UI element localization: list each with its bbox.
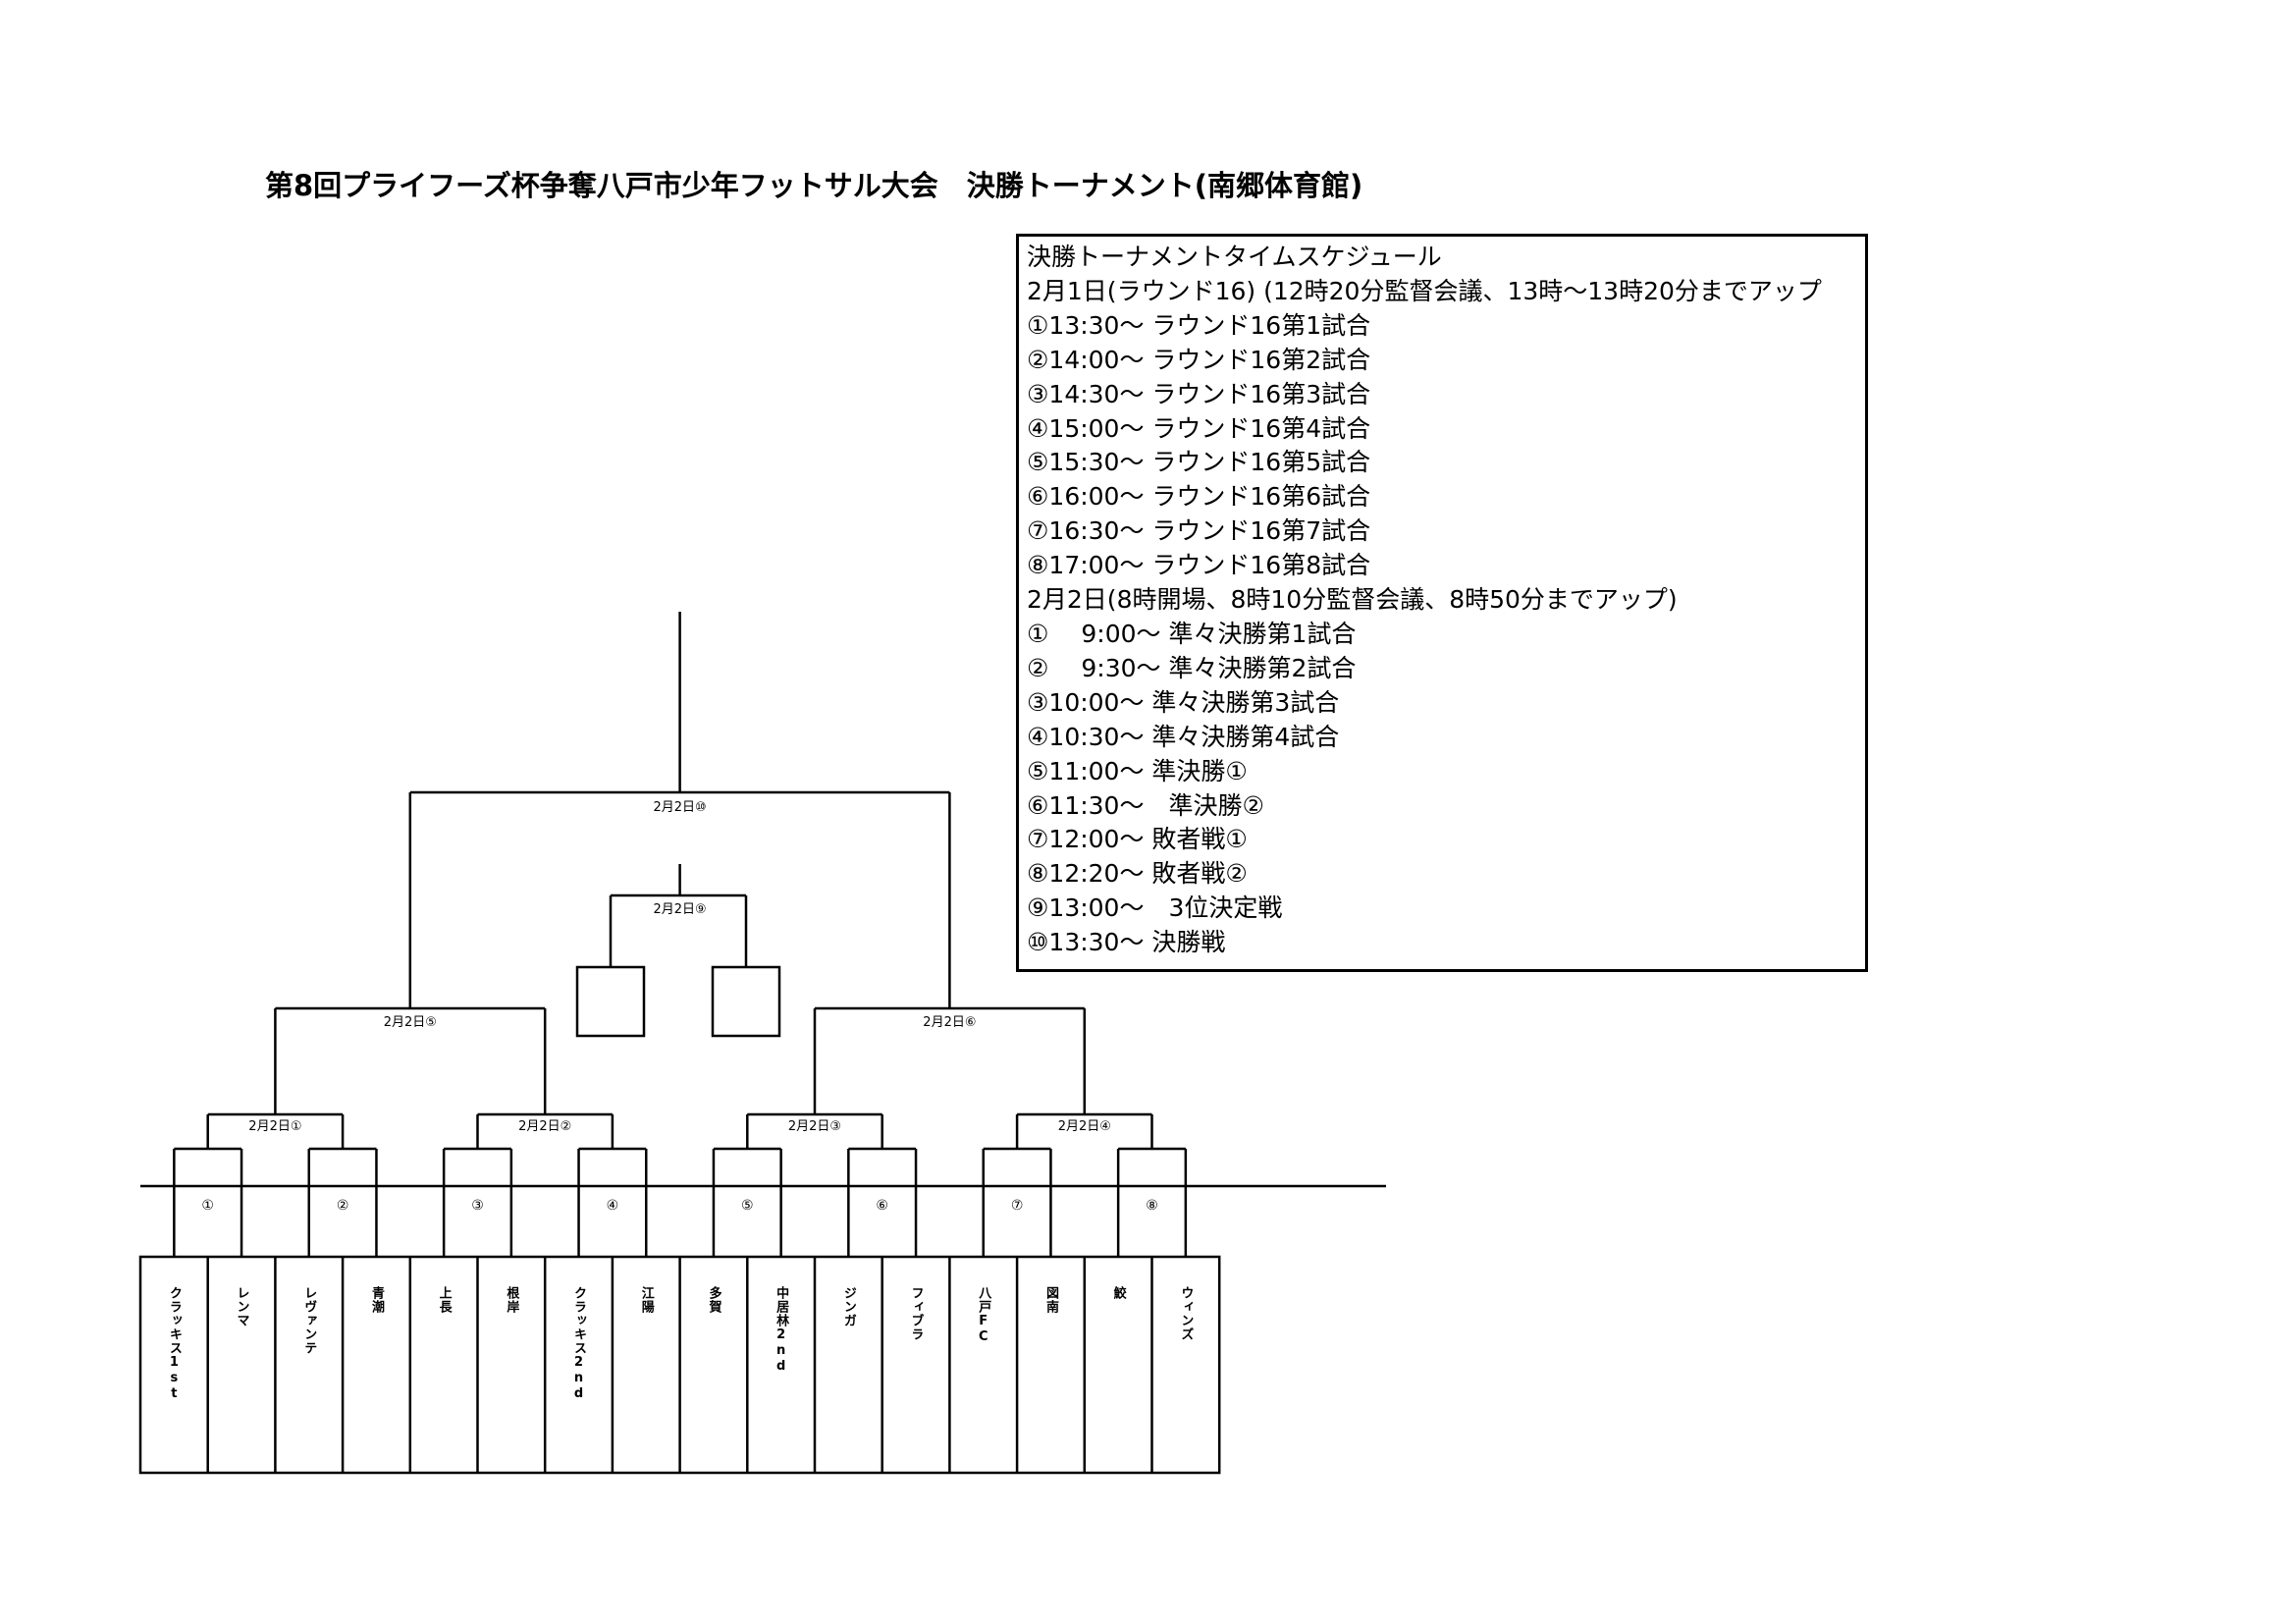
schedule-line: ⑧12:20～ 敗者戦② bbox=[1027, 859, 1248, 889]
schedule-line: ⑨13:00～ 3位決定戦 bbox=[1027, 893, 1283, 923]
team-name: 多賀 bbox=[706, 1286, 721, 1314]
round16-match-label: ④ bbox=[607, 1198, 619, 1214]
team-cell: レヴァンテ bbox=[301, 1286, 317, 1355]
team-name: クラッキス1st bbox=[166, 1286, 182, 1402]
round16-match-label: ⑧ bbox=[1146, 1198, 1158, 1214]
team-cell: 多賀 bbox=[706, 1286, 721, 1314]
team-name: レンマ bbox=[234, 1286, 249, 1327]
team-cell: レンマ bbox=[234, 1286, 249, 1327]
team-cell: 八戸FC bbox=[976, 1286, 991, 1345]
schedule-line: ④15:00～ ラウンド16第4試合 bbox=[1027, 413, 1371, 443]
team-name: 八戸FC bbox=[976, 1286, 991, 1345]
round16-match-label: ⑥ bbox=[876, 1198, 888, 1214]
team-name: クラッキス2nd bbox=[571, 1286, 587, 1402]
schedule-line: ③10:00～ 準々決勝第3試合 bbox=[1027, 687, 1340, 717]
schedule-line: ④10:30～ 準々決勝第4試合 bbox=[1027, 722, 1340, 751]
round16-match-label: ① bbox=[201, 1198, 214, 1214]
round16-match-label: ⑦ bbox=[1011, 1198, 1024, 1214]
round16-match-label: ⑤ bbox=[741, 1198, 754, 1214]
team-cell: 上長 bbox=[436, 1286, 452, 1314]
round16-match-label: ③ bbox=[471, 1198, 484, 1214]
team-name: フィブラ bbox=[908, 1286, 924, 1341]
team-name: レヴァンテ bbox=[301, 1286, 317, 1355]
team-cell: 図南 bbox=[1042, 1286, 1058, 1314]
schedule-line: ⑧17:00～ ラウンド16第8試合 bbox=[1027, 551, 1371, 580]
third-place-box bbox=[711, 965, 781, 1038]
schedule-line: ⑦12:00～ 敗者戦① bbox=[1027, 825, 1248, 854]
team-cell: ジンガ bbox=[840, 1286, 856, 1327]
final-label: 2月2日⑩ bbox=[653, 800, 706, 815]
schedule-line: ⑩13:30～ 決勝戦 bbox=[1027, 928, 1226, 957]
team-cell: ウィンズ bbox=[1178, 1286, 1194, 1341]
team-name: ジンガ bbox=[840, 1286, 856, 1327]
team-cell: 根岸 bbox=[504, 1286, 519, 1314]
quarterfinal-label: 2月2日③ bbox=[788, 1119, 841, 1134]
semifinal-label: 2月2日⑥ bbox=[923, 1015, 976, 1030]
schedule-line: ⑤15:30～ ラウンド16第5試合 bbox=[1027, 448, 1371, 477]
team-cell: 青潮 bbox=[368, 1286, 384, 1314]
bracket-lines bbox=[138, 612, 1386, 1475]
team-name: 鮫 bbox=[1110, 1286, 1126, 1300]
schedule-line: 2月1日(ラウンド16) (12時20分監督会議、13時～13時20分までアップ bbox=[1027, 276, 1822, 305]
team-name: 青潮 bbox=[368, 1286, 384, 1314]
schedule-line: 決勝トーナメントタイムスケジュール bbox=[1027, 243, 1442, 271]
team-name: 中居林2nd bbox=[774, 1286, 789, 1375]
schedule-box: 決勝トーナメントタイムスケジュール 2月1日(ラウンド16) (12時20分監督… bbox=[1016, 234, 1868, 972]
schedule-line: ⑥16:00～ ラウンド16第6試合 bbox=[1027, 482, 1371, 512]
team-cell: 中居林2nd bbox=[774, 1286, 789, 1375]
team-name: 根岸 bbox=[504, 1286, 519, 1314]
schedule-line: ② 9:30～ 準々決勝第2試合 bbox=[1027, 653, 1357, 682]
quarterfinal-label: 2月2日④ bbox=[1058, 1119, 1111, 1134]
page-title: 第8回プライフーズ杯争奪八戸市少年フットサル大会 決勝トーナメント(南郷体育館) bbox=[265, 169, 1363, 202]
team-name: 江陽 bbox=[638, 1286, 654, 1314]
schedule-line: ① 9:00～ 準々決勝第1試合 bbox=[1027, 619, 1357, 648]
semifinal-label: 2月2日⑤ bbox=[384, 1015, 437, 1030]
round16-match-label: ② bbox=[337, 1198, 349, 1214]
team-cell: クラッキス2nd bbox=[571, 1286, 587, 1402]
team-name: ウィンズ bbox=[1178, 1286, 1194, 1341]
team-name: 図南 bbox=[1042, 1286, 1058, 1314]
quarterfinal-label: 2月2日② bbox=[518, 1119, 571, 1134]
schedule-line: 2月2日(8時開場、8時10分監督会議、8時50分までアップ) bbox=[1027, 585, 1678, 615]
schedule-line: ①13:30～ ラウンド16第1試合 bbox=[1027, 310, 1371, 340]
team-cell: フィブラ bbox=[908, 1286, 924, 1341]
schedule-line: ③14:30～ ラウンド16第3試合 bbox=[1027, 379, 1371, 408]
third-place-box bbox=[575, 965, 646, 1038]
schedule-line: ⑦16:30～ ラウンド16第7試合 bbox=[1027, 516, 1371, 546]
team-cell: クラッキス1st bbox=[166, 1286, 182, 1402]
schedule-line: ②14:00～ ラウンド16第2試合 bbox=[1027, 345, 1371, 374]
quarterfinal-label: 2月2日① bbox=[248, 1119, 301, 1134]
third-place-label: 2月2日⑨ bbox=[653, 902, 706, 917]
schedule-line: ⑤11:00～ 準決勝① bbox=[1027, 756, 1248, 785]
team-cell: 鮫 bbox=[1110, 1286, 1126, 1300]
schedule-line: ⑥11:30～ 準決勝② bbox=[1027, 790, 1264, 820]
team-cell: 江陽 bbox=[638, 1286, 654, 1314]
team-name: 上長 bbox=[436, 1286, 452, 1314]
bracket-labels: クラッキス1st レンマ レヴァンテ 青潮 上長 根岸 クラッキス2nd 江陽 多賀 中居林2nd… bbox=[166, 800, 1194, 1402]
